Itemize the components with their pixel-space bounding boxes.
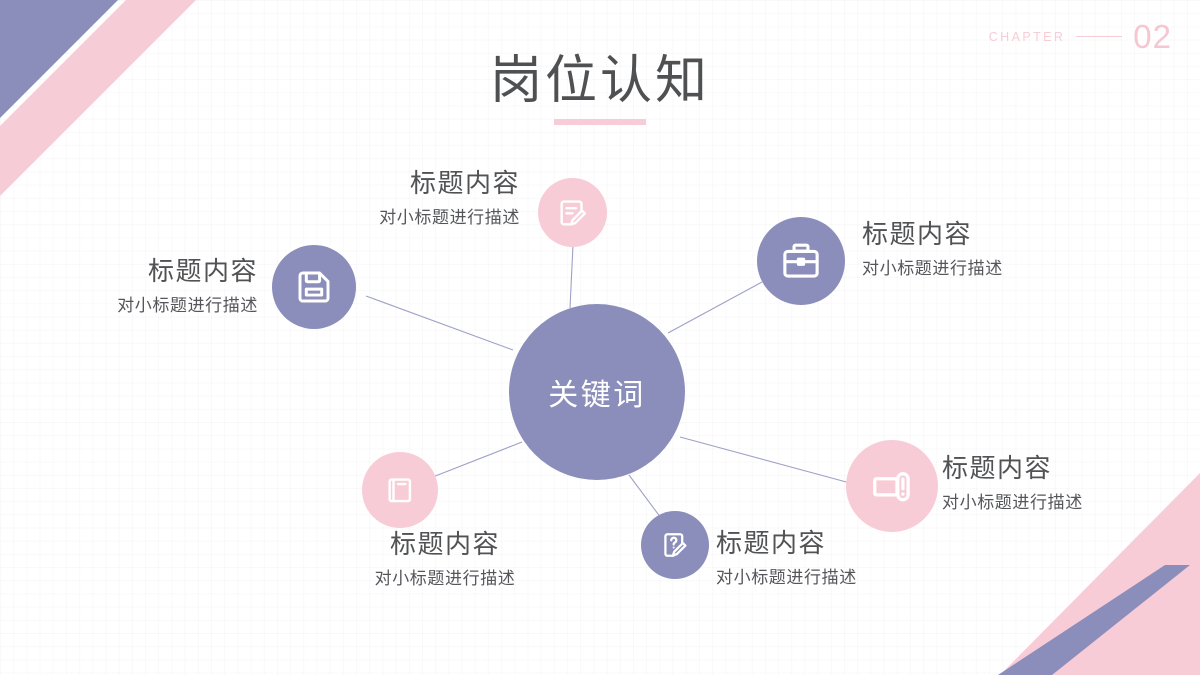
node-question-title: 标题内容 xyxy=(716,528,827,558)
chapter-rule xyxy=(1076,36,1123,37)
node-save-title: 标题内容 xyxy=(147,256,258,286)
page-title: 岗位认知 xyxy=(489,52,710,110)
node-briefcase-circle[interactable] xyxy=(757,217,845,305)
title-underline xyxy=(554,119,646,126)
node-question-circle[interactable] xyxy=(641,511,709,579)
node-scroll-desc: 对小标题进行描述 xyxy=(942,492,1083,512)
node-note-title: 标题内容 xyxy=(409,168,520,198)
question-doc-edit-icon xyxy=(664,533,687,557)
center-hub-label: 关键词 xyxy=(548,379,646,412)
center-hub-circle[interactable]: 关键词 xyxy=(509,304,685,480)
title-block: 岗位认知 xyxy=(0,52,1200,126)
node-scroll-circle[interactable] xyxy=(846,440,938,532)
node-briefcase-text: 标题内容 对小标题进行描述 xyxy=(862,218,1112,280)
node-note-desc: 对小标题进行描述 xyxy=(379,207,520,227)
node-books-title: 标题内容 xyxy=(389,529,500,559)
node-books-text: 标题内容 对小标题进行描述 xyxy=(300,528,590,590)
node-briefcase-title: 标题内容 xyxy=(862,219,973,249)
books-stack-icon xyxy=(388,478,412,503)
node-note-circle[interactable] xyxy=(538,178,607,247)
scroll-banner-icon xyxy=(873,472,910,502)
node-question-text: 标题内容 对小标题进行描述 xyxy=(716,527,976,589)
node-save-desc: 对小标题进行描述 xyxy=(117,295,258,315)
node-save-circle[interactable] xyxy=(272,245,356,329)
node-note-text: 标题内容 对小标题进行描述 xyxy=(300,167,520,229)
corner-decoration-top-left xyxy=(0,0,196,196)
node-scroll-text: 标题内容 对小标题进行描述 xyxy=(942,452,1192,514)
briefcase-icon xyxy=(783,243,819,278)
node-scroll-title: 标题内容 xyxy=(942,453,1053,483)
corner-decoration-bottom-right xyxy=(998,473,1200,675)
node-save-text: 标题内容 对小标题进行描述 xyxy=(38,255,258,317)
chapter-marker: CHAPTER 02 xyxy=(989,20,1172,53)
node-briefcase-desc: 对小标题进行描述 xyxy=(862,258,1003,278)
node-books-circle[interactable] xyxy=(362,452,438,528)
chapter-label: CHAPTER xyxy=(988,29,1066,44)
save-disk-icon xyxy=(298,271,330,303)
chapter-number: 02 xyxy=(1133,18,1172,55)
note-edit-icon xyxy=(559,199,586,226)
node-books-desc: 对小标题进行描述 xyxy=(374,568,516,588)
node-question-desc: 对小标题进行描述 xyxy=(716,567,857,587)
